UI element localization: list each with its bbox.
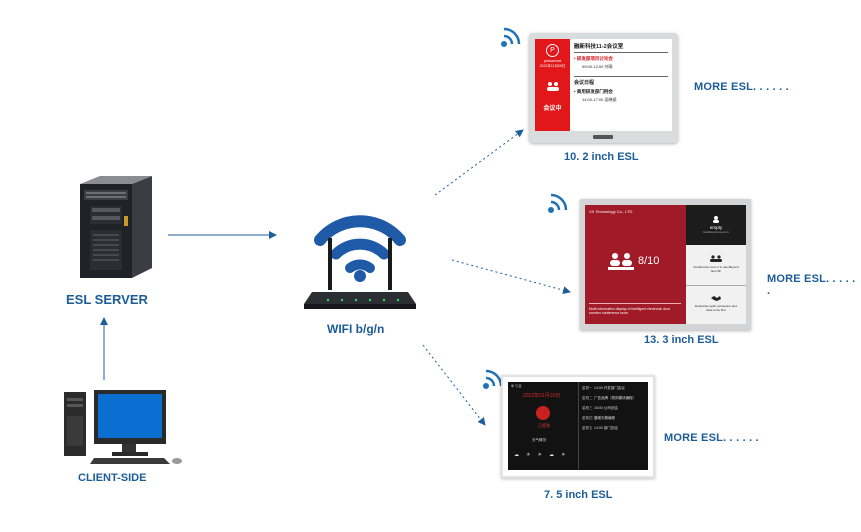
schedule-title: 会议日程: [574, 76, 668, 86]
esl-10-2-screen: P pickomart 2021年11月09日 会议中 融新科技11-2会议室 …: [535, 39, 672, 131]
esl-7-5-label: 7. 5 inch ESL: [544, 489, 613, 501]
people-icon: [546, 82, 559, 91]
wifi-router-icon: [304, 215, 416, 309]
weather-row: ☁ ☀ ☀ ☁ ☀: [514, 452, 565, 458]
person-icon: [713, 216, 719, 223]
wireless-signal-icon: [501, 27, 521, 47]
arrow-router-to-esl75: [422, 344, 486, 426]
esl-7-5-left-panel: 学 习 区 2022年01月10日 已签到 天气情况 ☁ ☀ ☀ ☁ ☀: [508, 382, 579, 470]
meeting-1-time: 09:00-12:00 刘瑶: [582, 64, 613, 69]
router-label: WIFI b/g/n: [327, 322, 385, 336]
schedule-day: 星期一: [582, 386, 593, 390]
esl-13-3-device: XX Technology Co., LTD 8/10 Multi inform…: [580, 199, 751, 330]
avatar-icon: [536, 406, 550, 420]
schedule-day: 星期二: [582, 396, 593, 400]
esl-13-3-main-panel: XX Technology Co., LTD 8/10 Multi inform…: [585, 205, 686, 324]
device-chip: [593, 135, 613, 139]
esl-13-3-side-panels: empty Conference room 1 Conference room …: [686, 205, 746, 324]
esl-10-2-label: 10. 2 inch ESL: [564, 151, 639, 163]
client-label: CLIENT-SIDE: [78, 472, 147, 484]
esl-10-2-status: 会议中: [543, 106, 562, 112]
handshake-icon: [711, 296, 721, 301]
brand-name: pickomart: [543, 58, 562, 63]
schedule-day: 星期三: [582, 406, 593, 410]
weather-cloud-icon: ☁: [548, 452, 554, 458]
meeting-1-text: 研发部项目讨论会: [576, 56, 613, 61]
schedule-day: 星期四: [582, 416, 593, 420]
weather-sun-icon: ☀: [537, 452, 542, 458]
meeting-2: • 商用研发部门例会: [574, 89, 613, 94]
more-esl-label: MORE ESL. . . . . .: [694, 81, 789, 93]
more-esl-label: MORE ESL. . . . . .: [664, 432, 759, 444]
schedule-day: 星期五: [582, 426, 593, 430]
esl-7-5-status: 已签到: [538, 423, 550, 428]
room-3-text: Enterprise spirit, persevere and dare to…: [695, 304, 737, 312]
meeting-2-text: 商用研发部门例会: [576, 89, 613, 94]
esl-13-3-label: 13. 3 inch ESL: [644, 334, 719, 346]
occupancy-count: 8/10: [638, 255, 660, 267]
weather-cloud-icon: ☁: [514, 452, 519, 458]
schedule-text: 14:00 部门总结: [594, 426, 618, 430]
esl-10-2-red-panel: P pickomart 2021年11月09日 会议中: [535, 39, 570, 131]
esl-13-3-screen: XX Technology Co., LTD 8/10 Multi inform…: [585, 205, 746, 324]
room-2-panel: Conference room 2 in use Beyond floor 6F: [686, 245, 746, 286]
schedule-text: 15:00 公司总结: [594, 406, 618, 410]
esl-10-2-date: 2021年11月09日: [539, 64, 566, 68]
server-tower-icon: [80, 176, 152, 278]
meeting-people-icon: [608, 253, 634, 270]
schedule-row: 星期二广告品牌（规则模块编程）: [582, 396, 645, 401]
room-1-status: empty: [709, 225, 723, 230]
esl-7-5-device: 学 习 区 2022年01月10日 已签到 天气情况 ☁ ☀ ☀ ☁ ☀ 星期一…: [501, 375, 655, 478]
room-1-panel: empty Conference room 1: [686, 205, 746, 245]
weather-sun-icon: ☀: [526, 452, 531, 458]
meeting-1: • 研发部项目讨论会: [574, 56, 613, 61]
schedule-row: 星期四晨曦天籁编程: [582, 416, 645, 421]
arrow-router-to-esl133: [451, 259, 571, 295]
group-icon: [710, 255, 722, 262]
schedule-text: 14:00 开发部门会议: [594, 386, 625, 390]
arrow-router-to-esl102: [434, 129, 524, 196]
client-computer-icon: [64, 390, 182, 464]
room-2-text: Conference room 2 in use Beyond floor 6F: [693, 265, 739, 273]
room-1-sub: Conference room 1: [703, 230, 729, 234]
schedule-text: 广告品牌（规则模块编程）: [594, 396, 636, 400]
room-title: 融新科技11-2会议室: [574, 42, 668, 53]
room-3-panel: Enterprise spirit, persevere and dare to…: [686, 286, 746, 324]
wireless-signal-icon: [548, 193, 568, 213]
weather-sun-icon: ☀: [560, 452, 566, 458]
esl-7-5-date: 2022年01月10日: [523, 393, 561, 399]
meeting-2-time: 14:00-17:00 吴晓斌: [582, 97, 617, 102]
wireless-signal-icon: [483, 369, 503, 389]
schedule-text: 晨曦天籁编程: [594, 416, 615, 420]
esl-7-5-screen: 学 习 区 2022年01月10日 已签到 天气情况 ☁ ☀ ☀ ☁ ☀ 星期一…: [508, 382, 648, 470]
server-label: ESL SERVER: [66, 292, 148, 307]
esl-13-3-description: Multi information display of intelligent…: [589, 303, 681, 315]
more-esl-label: MORE ESL. . . . . .: [767, 273, 856, 297]
esl-10-2-device: P pickomart 2021年11月09日 会议中 融新科技11-2会议室 …: [529, 33, 678, 143]
brand-logo: P: [546, 44, 559, 57]
company-name: XX Technology Co., LTD: [589, 209, 633, 214]
area-label: 学 习 区: [511, 384, 522, 388]
weather-label: 天气情况: [532, 438, 546, 442]
